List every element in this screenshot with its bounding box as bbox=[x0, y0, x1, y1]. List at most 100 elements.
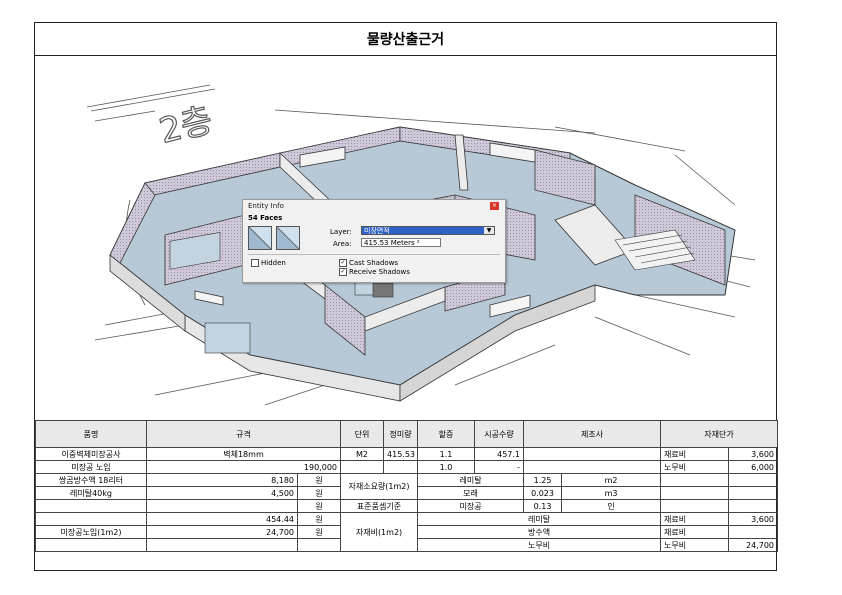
spec-unit-cell: 원 bbox=[296, 512, 342, 526]
floor-label: 2층 bbox=[156, 100, 217, 152]
amount-unit-cell: m2 bbox=[561, 473, 662, 487]
amount-unit-cell: m3 bbox=[561, 486, 662, 500]
unit-cell: M2 bbox=[340, 447, 385, 461]
cost-item-cell: 방수액 bbox=[417, 525, 662, 539]
layer-select[interactable]: 미장면적 ▼ bbox=[361, 226, 495, 235]
spec-value-cell: 4,500 bbox=[146, 486, 298, 500]
spec-value-cell: 24,700 bbox=[146, 525, 298, 539]
hidden-checkbox[interactable] bbox=[251, 259, 259, 267]
unit-price-cell: 3,600 bbox=[728, 447, 778, 461]
header-cell: 제조사 bbox=[523, 420, 662, 448]
unit-price-cell bbox=[728, 473, 778, 487]
cost-item-label-cell: 자재비(1m2) bbox=[340, 512, 419, 552]
material-cell: 미장공 bbox=[417, 499, 525, 513]
amount-cell: 0.023 bbox=[523, 486, 563, 500]
cost-type-cell bbox=[660, 486, 730, 500]
spec-value-cell bbox=[146, 538, 298, 552]
net-qty-cell: 415.53 bbox=[383, 447, 419, 461]
unit-price-cell: 6,000 bbox=[728, 460, 778, 474]
cast-shadows-checkbox[interactable]: ✓ bbox=[339, 259, 347, 267]
table-row: 454.44 원 자재비(1m2) 레미탈 재료비 3,600 bbox=[35, 512, 778, 552]
receive-shadows-checkbox[interactable]: ✓ bbox=[339, 268, 347, 276]
table-row: 원 표준품셈기준 미장공 0.13 인 bbox=[35, 499, 778, 513]
quantity-sheet: 물량산출근거 bbox=[34, 22, 778, 571]
spec-unit-cell: 원 bbox=[296, 525, 342, 539]
faces-count: 54 Faces bbox=[248, 214, 283, 222]
unit-price-cell bbox=[728, 499, 778, 513]
header-cell: 할증 bbox=[417, 420, 476, 448]
floor-plan-drawing: 2층 bbox=[86, 84, 756, 406]
header-cell: 품명 bbox=[35, 420, 147, 448]
material-cell: 레미탈 bbox=[417, 473, 525, 487]
cost-type-cell bbox=[660, 499, 730, 513]
item-name: 미장공 노임 bbox=[35, 460, 147, 474]
back-material-swatch[interactable] bbox=[276, 226, 300, 250]
item-spec: 벽체18mm bbox=[145, 447, 342, 461]
table-row: 이중벽체미장공사 벽체18mm M2 415.53 1.1 457.1 재료비 … bbox=[35, 447, 778, 461]
floor-plan-figure: 2층 bbox=[35, 55, 776, 421]
cost-type-cell: 재료비 bbox=[660, 512, 730, 526]
amount-cell: 1.25 bbox=[523, 473, 563, 487]
entity-info-dialog: Entity Info × 54 Faces Layer: 미장면적 ▼ Are… bbox=[242, 199, 506, 283]
table-row: 레미탈40kg 4,500 원 모래 0.023 m3 bbox=[35, 486, 778, 500]
surcharge-cell: 1.0 bbox=[417, 460, 476, 474]
layer-value: 미장면적 bbox=[364, 227, 390, 235]
header-cell: 단위 bbox=[340, 420, 385, 448]
quantity-table: 품명 규격 단위 정미량 할증 시공수량 제조사 자재단가 이중벽체미장공사 벽… bbox=[35, 420, 778, 552]
cost-type-cell: 재료비 bbox=[660, 447, 730, 461]
table-row: 쌍곰방수액 18리터 8,180 원 자재소요량(1m2) 레미탈 1.25 m… bbox=[35, 473, 778, 500]
spec-unit-cell: 원 bbox=[296, 499, 342, 513]
item-name: 레미탈40kg bbox=[35, 486, 147, 500]
spec-value-cell: 8,180 bbox=[146, 473, 298, 487]
usage-label-cell: 자재소요량(1m2) bbox=[340, 473, 419, 500]
cost-type-cell: 노무비 bbox=[660, 538, 730, 552]
item-name: 미장공노임(1m2) bbox=[35, 525, 147, 539]
dialog-divider bbox=[248, 254, 500, 255]
header-cell: 정미량 bbox=[383, 420, 419, 448]
close-icon[interactable]: × bbox=[490, 202, 499, 210]
header-cell: 시공수량 bbox=[474, 420, 525, 448]
area-label: Area: bbox=[333, 240, 352, 248]
chevron-down-icon[interactable]: ▼ bbox=[484, 227, 494, 234]
item-name bbox=[35, 499, 147, 513]
area-field: 415.53 Meters ² bbox=[361, 238, 441, 247]
work-qty-cell: 457.1 bbox=[474, 447, 525, 461]
material-cell: 모래 bbox=[417, 486, 525, 500]
entity-info-title: Entity Info bbox=[248, 202, 284, 210]
amount-unit-cell: 인 bbox=[561, 499, 662, 513]
maker-cell bbox=[523, 447, 662, 461]
layer-label: Layer: bbox=[330, 228, 352, 236]
hidden-label: Hidden bbox=[261, 259, 286, 267]
item-name: 쌍곰방수액 18리터 bbox=[35, 473, 147, 487]
table-row: 노무비 노무비 24,700 bbox=[35, 538, 778, 552]
table-header-row: 품명 규격 단위 정미량 할증 시공수량 제조사 자재단가 bbox=[35, 420, 778, 448]
header-cell: 규격 bbox=[145, 420, 342, 448]
stairs bbox=[614, 229, 696, 271]
cost-type-cell: 재료비 bbox=[660, 525, 730, 539]
unit-price-cell bbox=[728, 486, 778, 500]
item-name bbox=[35, 512, 147, 526]
unit-price-cell bbox=[728, 525, 778, 539]
unit-price-cell: 24,700 bbox=[728, 538, 778, 552]
item-spec: 190,000 bbox=[145, 460, 342, 474]
front-material-swatch[interactable] bbox=[248, 226, 272, 250]
work-qty-cell: - bbox=[474, 460, 525, 474]
spec-value-cell: 454.44 bbox=[146, 512, 298, 526]
cost-item-cell: 노무비 bbox=[417, 538, 662, 552]
sheet-title: 물량산출근거 bbox=[35, 23, 776, 56]
amount-cell: 0.13 bbox=[523, 499, 563, 513]
spec-unit-cell: 원 bbox=[296, 486, 342, 500]
standard-label-cell: 표준품셈기준 bbox=[340, 499, 419, 513]
net-qty-cell bbox=[383, 460, 419, 474]
unit-price-cell: 3,600 bbox=[728, 512, 778, 526]
item-name: 이중벽체미장공사 bbox=[35, 447, 147, 461]
cast-shadows-label: Cast Shadows bbox=[349, 259, 399, 267]
header-cell: 자재단가 bbox=[660, 420, 778, 448]
cost-type-cell: 노무비 bbox=[660, 460, 730, 474]
surcharge-cell: 1.1 bbox=[417, 447, 476, 461]
item-name bbox=[35, 538, 147, 552]
table-row: 미장공 노임 190,000 1.0 - 노무비 6,000 bbox=[35, 460, 778, 474]
spec-unit-cell: 원 bbox=[296, 473, 342, 487]
spec-unit-cell bbox=[296, 538, 342, 552]
cost-item-cell: 레미탈 bbox=[417, 512, 662, 526]
